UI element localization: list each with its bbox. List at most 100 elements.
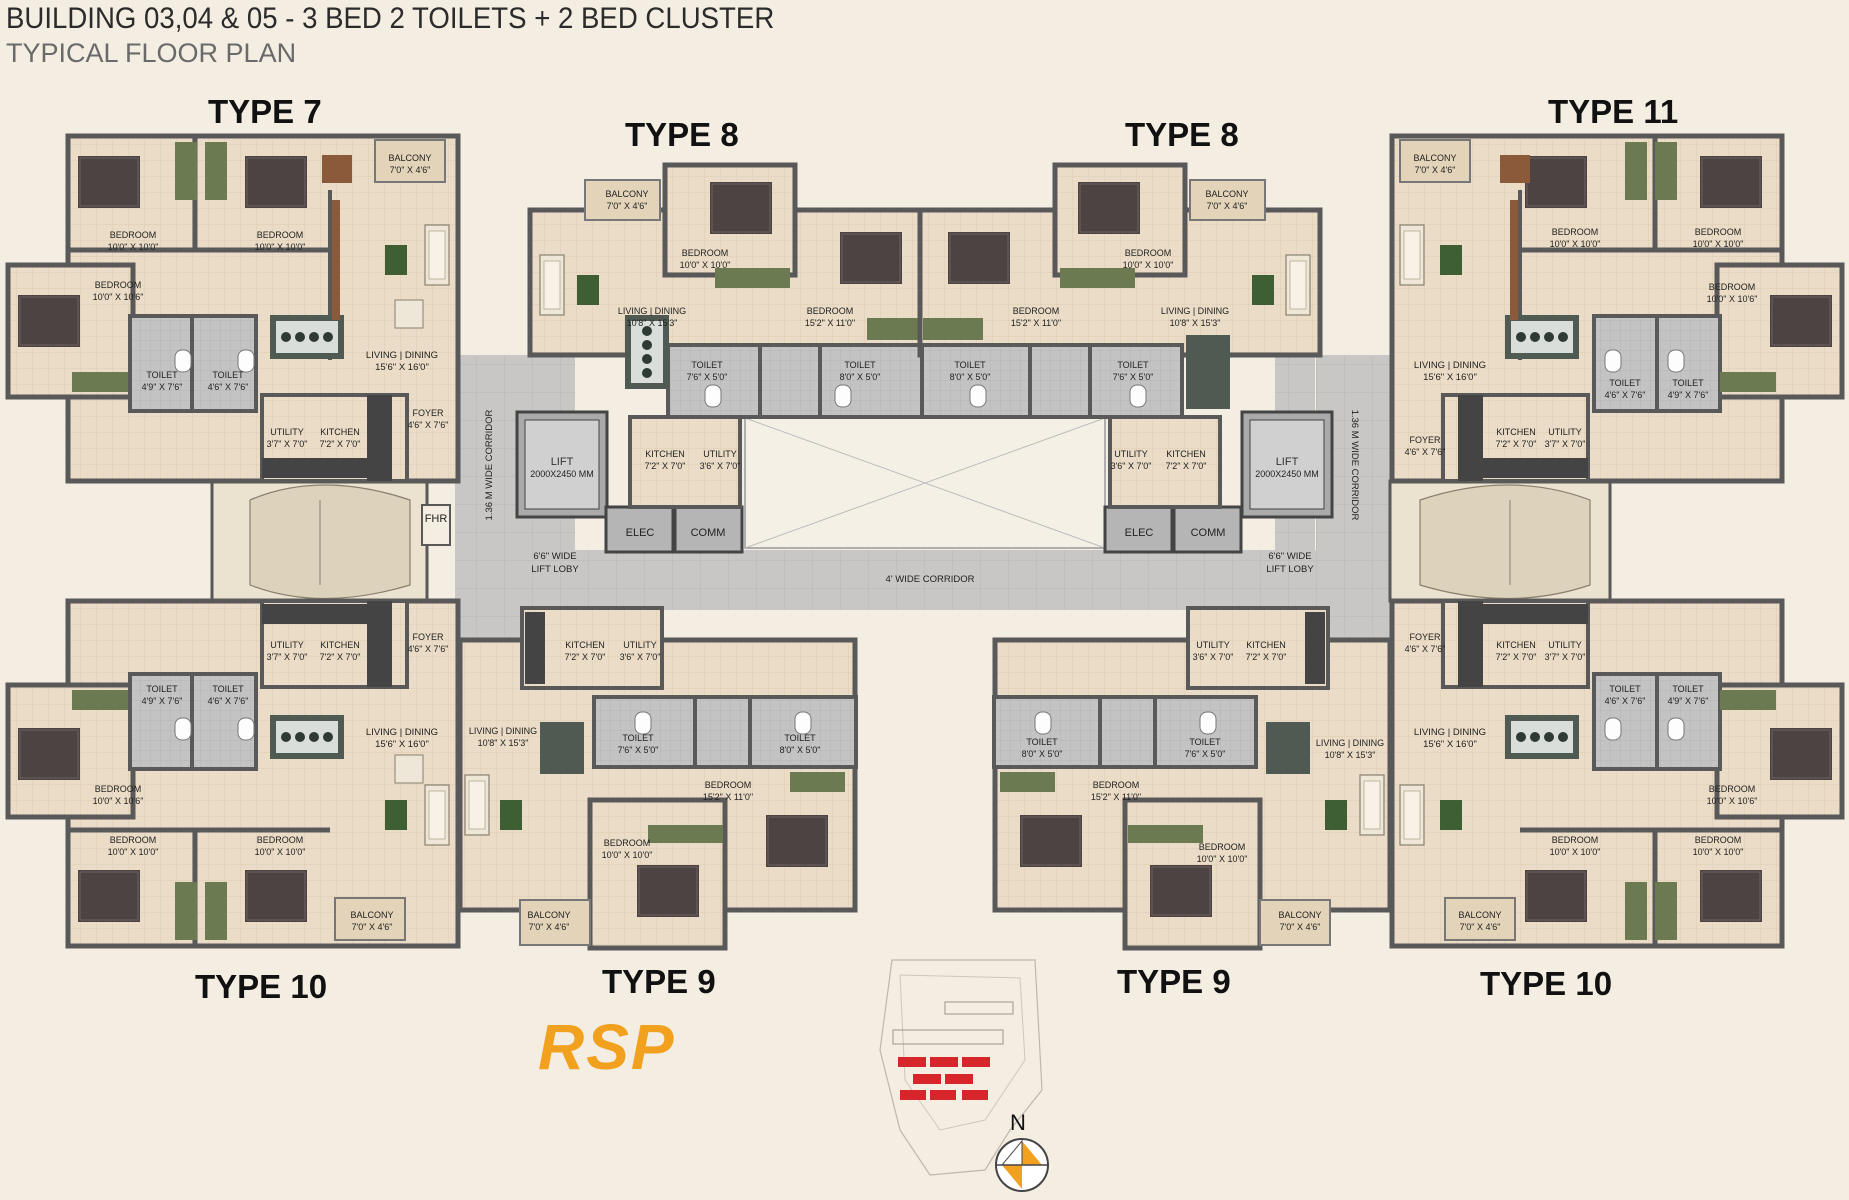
svg-text:2000X2450 MM: 2000X2450 MM [1255, 469, 1319, 479]
svg-text:LIVING | DINING: LIVING | DINING [366, 350, 438, 361]
unit-type-7: BALCONY 7'0" X 4'6" BEDROOM 10'0" X 10'0… [5, 133, 461, 484]
key-site-plan [879, 959, 1043, 1176]
svg-text:TOILET: TOILET [1609, 684, 1641, 694]
elec-room-left [604, 505, 675, 554]
svg-text:7'2" X 7'0": 7'2" X 7'0" [1166, 461, 1207, 471]
svg-text:4'6" X 7'6": 4'6" X 7'6" [408, 644, 449, 654]
svg-text:UTILITY: UTILITY [1114, 449, 1148, 459]
unit-type-10-left: UTILITY 3'7" X 7'0" KITCHEN 7'2" X 7'0" … [5, 598, 461, 949]
svg-text:UTILITY: UTILITY [1548, 427, 1582, 437]
svg-text:10'0" X 10'6": 10'0" X 10'6" [1707, 294, 1758, 304]
svg-text:7'0" X 4'6": 7'0" X 4'6" [1280, 922, 1321, 932]
svg-text:TOILET: TOILET [212, 684, 244, 694]
svg-text:BEDROOM: BEDROOM [807, 306, 854, 316]
rsp-logo: RSP [538, 1011, 676, 1083]
svg-text:3'7" X 7'0": 3'7" X 7'0" [267, 652, 308, 662]
svg-text:15'2" X 11'0": 15'2" X 11'0" [805, 318, 855, 328]
svg-text:10'0" X 10'0": 10'0" X 10'0" [1693, 847, 1744, 857]
svg-text:TOILET: TOILET [1189, 737, 1221, 747]
svg-text:7'6" X 5'0": 7'6" X 5'0" [687, 372, 728, 382]
svg-text:LIVING | DINING: LIVING | DINING [618, 306, 686, 316]
svg-text:BEDROOM: BEDROOM [110, 230, 157, 240]
svg-text:BEDROOM: BEDROOM [1552, 835, 1599, 845]
svg-text:7'0" X 4'6": 7'0" X 4'6" [390, 165, 431, 175]
svg-text:BALCONY: BALCONY [1205, 189, 1248, 199]
svg-text:LIVING | DINING: LIVING | DINING [1316, 738, 1384, 748]
svg-text:7'6" X 5'0": 7'6" X 5'0" [618, 745, 659, 755]
svg-text:FOYER: FOYER [412, 408, 444, 418]
svg-text:10'0" X 10'0": 10'0" X 10'0" [680, 260, 731, 270]
type-7-label: TYPE 7 [208, 93, 322, 130]
svg-text:BEDROOM: BEDROOM [95, 784, 142, 794]
svg-text:TOILET: TOILET [1117, 360, 1149, 370]
svg-text:FHR: FHR [425, 513, 448, 525]
svg-text:UTILITY: UTILITY [1548, 640, 1582, 650]
svg-text:TOILET: TOILET [146, 684, 178, 694]
svg-text:10'0" X 10'0": 10'0" X 10'0" [1123, 260, 1174, 270]
svg-text:7'2" X 7'0": 7'2" X 7'0" [1496, 652, 1537, 662]
svg-text:BALCONY: BALCONY [527, 910, 570, 920]
svg-text:10'0" X 10'0": 10'0" X 10'0" [108, 847, 159, 857]
svg-text:TOILET: TOILET [212, 370, 244, 380]
svg-text:2000X2450 MM: 2000X2450 MM [530, 469, 594, 479]
svg-text:BALCONY: BALCONY [1413, 153, 1456, 163]
svg-text:BEDROOM: BEDROOM [1125, 248, 1172, 258]
svg-text:BALCONY: BALCONY [350, 910, 393, 920]
type-10-label-right: TYPE 10 [1480, 965, 1613, 1002]
svg-text:4'6" X 7'6": 4'6" X 7'6" [408, 420, 449, 430]
horizontal-corridor [455, 550, 1395, 610]
page-title: BUILDING 03,04 & 05 - 3 BED 2 TOILETS + … [6, 2, 775, 35]
svg-text:10'0" X 10'0": 10'0" X 10'0" [602, 850, 653, 860]
svg-text:BEDROOM: BEDROOM [257, 230, 304, 240]
svg-text:FOYER: FOYER [412, 632, 444, 642]
svg-text:3'6" X 7'0": 3'6" X 7'0" [1111, 461, 1152, 471]
svg-text:8'0" X 5'0": 8'0" X 5'0" [950, 372, 991, 382]
svg-text:10'0" X 10'0": 10'0" X 10'0" [1693, 239, 1744, 249]
svg-text:BEDROOM: BEDROOM [1709, 282, 1756, 292]
svg-text:KITCHEN: KITCHEN [1166, 449, 1206, 459]
comm-room-right [1172, 505, 1243, 554]
svg-text:KITCHEN: KITCHEN [1496, 427, 1536, 437]
svg-text:BEDROOM: BEDROOM [1695, 227, 1742, 237]
svg-text:4' WIDE CORRIDOR: 4' WIDE CORRIDOR [886, 574, 975, 585]
svg-text:10'0" X 10'6": 10'0" X 10'6" [93, 796, 144, 806]
svg-text:TOILET: TOILET [784, 733, 816, 743]
type-9-label-right: TYPE 9 [1117, 963, 1231, 1000]
svg-text:KITCHEN: KITCHEN [565, 640, 605, 650]
svg-text:6'6" WIDE: 6'6" WIDE [533, 551, 576, 562]
svg-text:KITCHEN: KITCHEN [320, 640, 360, 650]
svg-text:TOILET: TOILET [1609, 378, 1641, 388]
svg-text:4'9" X 7'6": 4'9" X 7'6" [142, 382, 183, 392]
svg-text:3'7" X 7'0": 3'7" X 7'0" [1545, 652, 1586, 662]
svg-text:15'6" X 16'0": 15'6" X 16'0" [1423, 739, 1477, 750]
svg-text:ELEC: ELEC [626, 527, 655, 539]
svg-text:BEDROOM: BEDROOM [1709, 784, 1756, 794]
svg-text:KITCHEN: KITCHEN [1246, 640, 1286, 650]
page-subtitle: TYPICAL FLOOR PLAN [6, 38, 297, 68]
svg-text:15'6" X 16'0": 15'6" X 16'0" [375, 362, 429, 373]
svg-text:15'2" X 11'0": 15'2" X 11'0" [1011, 318, 1061, 328]
svg-text:7'0" X 4'6": 7'0" X 4'6" [529, 922, 570, 932]
svg-text:COMM: COMM [1191, 527, 1226, 539]
svg-text:LIFT LOBY: LIFT LOBY [1266, 564, 1314, 575]
svg-text:BEDROOM: BEDROOM [1695, 835, 1742, 845]
north-label: N [1010, 1110, 1026, 1135]
svg-text:LIFT: LIFT [551, 456, 574, 468]
svg-text:7'6" X 5'0": 7'6" X 5'0" [1185, 749, 1226, 759]
svg-text:10'8" X 15'3": 10'8" X 15'3" [1325, 750, 1376, 760]
svg-text:BEDROOM: BEDROOM [682, 248, 729, 258]
svg-text:UTILITY: UTILITY [270, 427, 304, 437]
svg-text:FOYER: FOYER [1409, 435, 1441, 445]
svg-text:8'0" X 5'0": 8'0" X 5'0" [780, 745, 821, 755]
svg-text:BEDROOM: BEDROOM [1552, 227, 1599, 237]
type-11-label: TYPE 11 [1548, 93, 1679, 130]
svg-text:4'9" X 7'6": 4'9" X 7'6" [1668, 696, 1709, 706]
north-compass-icon [995, 1138, 1049, 1192]
svg-text:LIFT: LIFT [1276, 456, 1299, 468]
svg-text:TOILET: TOILET [691, 360, 723, 370]
svg-text:1.36 M WIDE CORRIDOR: 1.36 M WIDE CORRIDOR [1349, 410, 1360, 521]
svg-text:7'2" X 7'0": 7'2" X 7'0" [645, 461, 686, 471]
svg-text:7'2" X 7'0": 7'2" X 7'0" [565, 652, 606, 662]
svg-text:4'6" X 7'6": 4'6" X 7'6" [1405, 644, 1446, 654]
